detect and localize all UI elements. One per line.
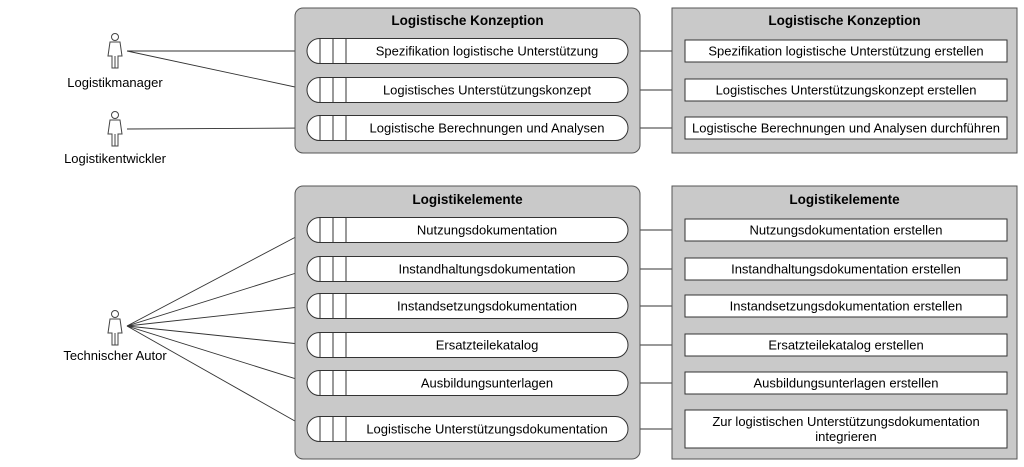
use-case-pill [306, 38, 629, 64]
process-item[interactable]: Logistische Berechnungen und Analysen du… [684, 116, 1008, 140]
process-box [684, 78, 1008, 102]
use-case-label: Logistische Unterstützungsdokumentation [366, 422, 607, 437]
use-case-pill [306, 217, 629, 243]
process-box [684, 294, 1008, 318]
process-label: Ersatzteilekatalog erstellen [768, 338, 923, 353]
actor-connector [126, 325, 310, 384]
actor-figure-icon [107, 310, 123, 346]
actor-entwickler[interactable]: Logistikentwickler [64, 111, 167, 167]
actor-connector [126, 305, 310, 327]
use-case-label: Instandsetzungsdokumentation [397, 299, 577, 314]
use-case-pill [306, 293, 629, 319]
actor-figure-icon [107, 111, 123, 147]
process-item[interactable]: Nutzungsdokumentation erstellen [684, 218, 1008, 242]
process-group-title: Logistische Konzeption [768, 13, 920, 28]
process-box [684, 371, 1008, 395]
actor-connector [126, 229, 310, 327]
process-box [684, 333, 1008, 357]
use-case-item[interactable]: Instandsetzungsdokumentation [306, 293, 629, 319]
use-case-label: Nutzungsdokumentation [417, 223, 557, 238]
actor-label: Logistikentwickler [64, 151, 167, 166]
use-case-item[interactable]: Logistisches Unterstützungskonzept [306, 77, 629, 103]
use-case-item[interactable]: Logistische Unterstützungsdokumentation [306, 416, 629, 442]
process-item[interactable]: Ausbildungsunterlagen erstellen [684, 371, 1008, 395]
process-label: Instandhaltungsdokumentation erstellen [731, 262, 961, 277]
process-item[interactable]: Spezifikation logistische Unterstützung … [684, 39, 1008, 63]
use-case-item[interactable]: Nutzungsdokumentation [306, 217, 629, 243]
process-label: integrieren [815, 429, 876, 444]
process-label: Logistisches Unterstützungskonzept erste… [716, 83, 977, 98]
use-case-label: Logistische Berechnungen und Analysen [370, 121, 605, 136]
process-group-title: Logistikelemente [789, 192, 900, 207]
process-item[interactable]: Instandhaltungsdokumentation erstellen [684, 257, 1008, 281]
process-item[interactable]: Instandsetzungsdokumentation erstellen [684, 294, 1008, 318]
process-box [684, 257, 1008, 281]
process-label: Logistische Berechnungen und Analysen du… [692, 121, 1000, 136]
group-title: Logistische Konzeption [391, 13, 543, 28]
use-case-label: Ausbildungsunterlagen [421, 376, 553, 391]
use-case-item[interactable]: Ersatzteilekatalog [306, 332, 629, 358]
actor-autor[interactable]: Technischer Autor [63, 310, 167, 364]
process-item[interactable]: Zur logistischen Unterstützungsdokumenta… [684, 409, 1008, 449]
actor-connector [126, 268, 310, 327]
actor-connector [126, 325, 310, 430]
actor-manager[interactable]: Logistikmanager [67, 33, 163, 91]
use-case-pill [306, 256, 629, 282]
use-case-label: Ersatzteilekatalog [436, 338, 539, 353]
process-item[interactable]: Ersatzteilekatalog erstellen [684, 333, 1008, 357]
process-box [684, 218, 1008, 242]
use-case-item[interactable]: Ausbildungsunterlagen [306, 370, 629, 396]
actor-label: Technischer Autor [63, 348, 167, 363]
use-case-pill [306, 115, 629, 141]
actor-connector [126, 325, 310, 346]
process-item[interactable]: Logistisches Unterstützungskonzept erste… [684, 78, 1008, 102]
use-case-label: Logistisches Unterstützungskonzept [383, 83, 592, 98]
use-case-label: Spezifikation logistische Unterstützung [376, 44, 599, 59]
group-title: Logistikelemente [412, 192, 523, 207]
use-case-group: LogistikelementeNutzungsdokumentationIns… [294, 185, 641, 460]
actor-connector [126, 127, 310, 130]
process-box [684, 39, 1008, 63]
use-case-pill [306, 370, 629, 396]
process-box [684, 116, 1008, 140]
process-label: Ausbildungsunterlagen erstellen [753, 376, 938, 391]
actor-connector [126, 50, 310, 91]
actor-figure-icon [107, 33, 123, 69]
use-case-label: Instandhaltungsdokumentation [398, 262, 575, 277]
use-case-pill [306, 332, 629, 358]
use-case-pill [306, 77, 629, 103]
use-case-item[interactable]: Spezifikation logistische Unterstützung [306, 38, 629, 64]
process-label: Instandsetzungsdokumentation erstellen [730, 299, 963, 314]
use-case-item[interactable]: Instandhaltungsdokumentation [306, 256, 629, 282]
actor-label: Logistikmanager [67, 75, 163, 90]
process-label: Zur logistischen Unterstützungsdokumenta… [712, 414, 979, 429]
process-label: Nutzungsdokumentation erstellen [750, 223, 943, 238]
process-box [684, 409, 1008, 449]
use-case-pill [306, 416, 629, 442]
use-case-item[interactable]: Logistische Berechnungen und Analysen [306, 115, 629, 141]
process-label: Spezifikation logistische Unterstützung … [708, 44, 983, 59]
